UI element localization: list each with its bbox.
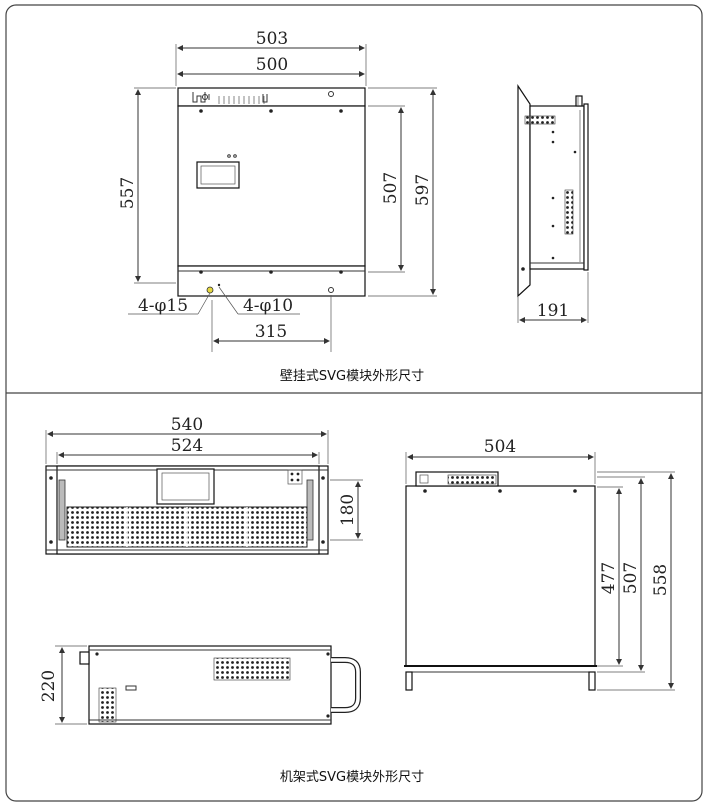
dim-524: 524 bbox=[171, 436, 203, 456]
rack-front-dimensions bbox=[45, 430, 363, 541]
dim-504: 504 bbox=[484, 437, 516, 457]
rack-side-view bbox=[404, 471, 597, 691]
dim-hole-10: 4-φ10 bbox=[243, 296, 293, 316]
dim-540: 540 bbox=[171, 415, 203, 435]
rack-caption: 机架式SVG模块外形尺寸 bbox=[280, 770, 424, 785]
dim-477: 477 bbox=[599, 562, 619, 594]
wall-side-view bbox=[517, 84, 589, 298]
wall-front-view bbox=[177, 87, 366, 297]
dim-191: 191 bbox=[537, 301, 569, 321]
wall-side-dimensions bbox=[517, 272, 589, 323]
dim-315: 315 bbox=[255, 322, 287, 342]
dim-507-wall: 507 bbox=[381, 172, 401, 204]
rack-front-view bbox=[45, 465, 329, 555]
dim-507-rack: 507 bbox=[621, 562, 641, 594]
dim-500: 500 bbox=[256, 55, 288, 75]
sheet-border bbox=[5, 4, 703, 802]
rack-side-dimensions bbox=[405, 452, 675, 691]
dim-597: 597 bbox=[413, 174, 433, 206]
wall-caption: 壁挂式SVG模块外形尺寸 bbox=[280, 369, 424, 384]
dim-557: 557 bbox=[118, 177, 138, 209]
rack-top-dimensions bbox=[55, 645, 87, 725]
wall-front-dimensions bbox=[128, 44, 437, 352]
dim-503: 503 bbox=[256, 29, 288, 49]
dim-hole-15: 4-φ15 bbox=[138, 296, 188, 316]
dim-558: 558 bbox=[651, 564, 671, 596]
rack-top-view bbox=[79, 645, 361, 725]
dim-220: 220 bbox=[39, 670, 59, 702]
dim-180: 180 bbox=[338, 494, 358, 526]
